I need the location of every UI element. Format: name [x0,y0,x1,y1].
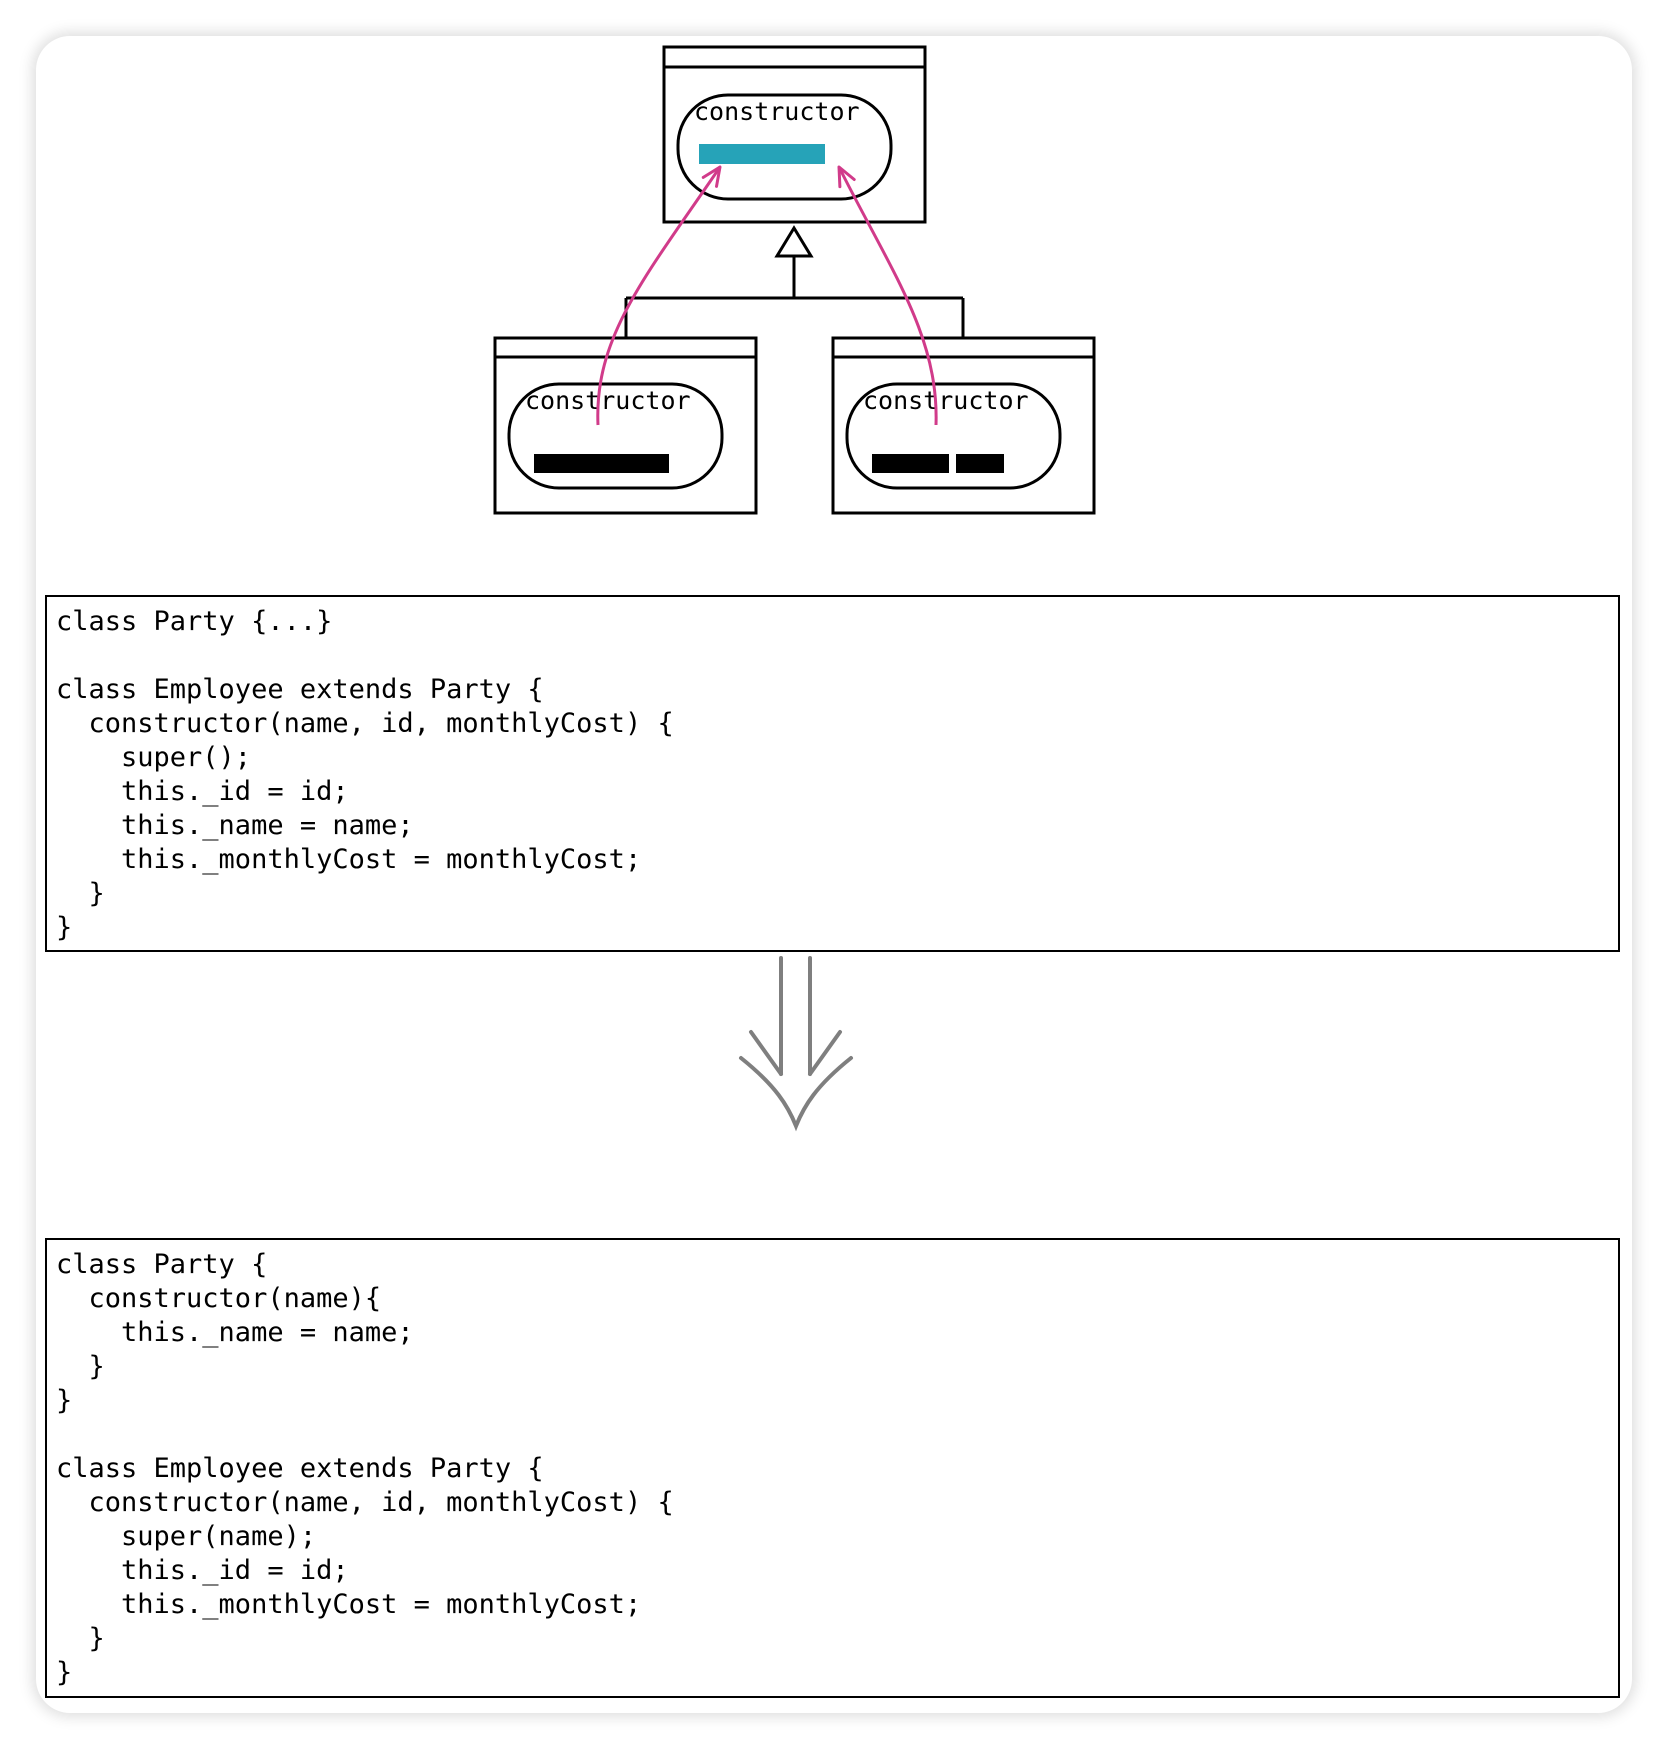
subclass-right-statement-block-2 [956,454,1004,473]
code-line: class Employee extends Party { [56,1453,544,1484]
subclass-right-constructor-label: constructor [863,386,1029,415]
code-line: this._id = id; [56,776,349,807]
subclass-left-statement-block [534,454,669,473]
code-line: class Party { [56,1249,268,1280]
superclass-box: constructor [662,45,927,224]
code-line: } [56,1351,105,1382]
subclass-left-constructor-label: constructor [525,386,691,415]
code-line: constructor(name, id, monthlyCost) { [56,708,674,739]
code-line: class Party {...} [56,606,333,637]
superclass-moved-statement [699,144,825,164]
subclass-right-box: constructor [831,336,1096,515]
inheritance-connector [624,225,965,338]
code-line: this._name = name; [56,810,414,841]
code-line: } [56,1623,105,1654]
code-line: this._monthlyCost = monthlyCost; [56,1589,642,1620]
code-line: this._name = name; [56,1317,414,1348]
code-line: constructor(name){ [56,1283,382,1314]
code-line: } [56,878,105,909]
code-line: super(); [56,742,252,773]
code-before-listing: class Party {...} class Employee extends… [47,597,1618,945]
code-line: } [56,1385,73,1416]
code-after-listing: class Party { constructor(name){ this._n… [47,1240,1618,1690]
superclass-constructor-label: constructor [694,97,860,126]
refactoring-arrow-icon [739,956,853,1132]
pull-up-constructor-diagram: constructor constructor constructor [493,45,1096,1132]
code-line: constructor(name, id, monthlyCost) { [56,1487,674,1518]
code-line: super(name); [56,1521,317,1552]
code-line: } [56,1657,73,1688]
figure-card: constructor constructor constructor [36,36,1632,1713]
code-line: class Employee extends Party { [56,674,544,705]
code-after-box: class Party { constructor(name){ this._n… [45,1238,1620,1698]
move-arrow-left [596,165,722,426]
subclass-right-statement-block-1 [872,454,949,473]
code-line: this._id = id; [56,1555,349,1586]
move-arrow-right [837,165,938,426]
inheritance-triangle [774,225,814,258]
code-line: this._monthlyCost = monthlyCost; [56,844,642,875]
code-line: } [56,912,73,943]
code-before-box: class Party {...} class Employee extends… [45,595,1620,952]
subclass-left-box: constructor [493,336,758,515]
